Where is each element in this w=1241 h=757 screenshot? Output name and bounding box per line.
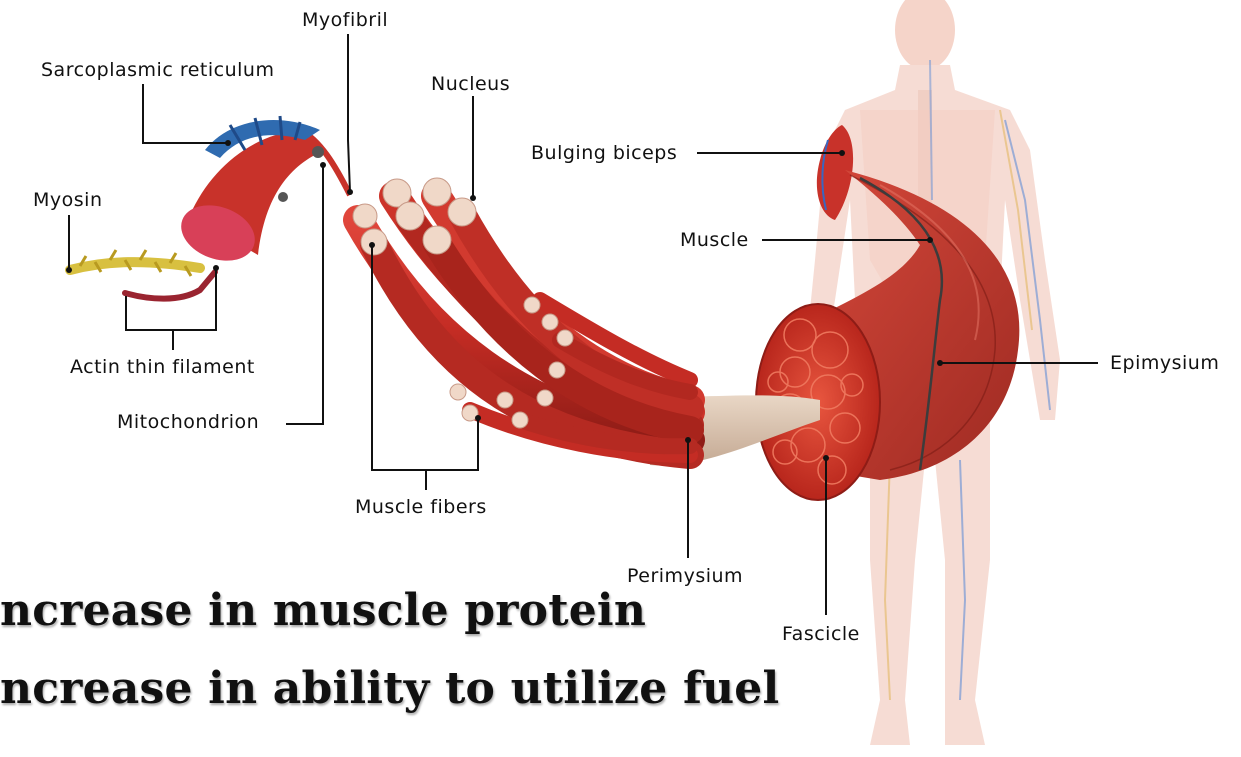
- label-fascicle: Fascicle: [782, 623, 860, 645]
- caption-muscle-protein: ncrease in muscle protein: [0, 585, 646, 636]
- label-myosin: Myosin: [33, 189, 102, 211]
- label-sarcoplasmic-reticulum: Sarcoplasmic reticulum: [41, 59, 274, 81]
- label-bulging-biceps: Bulging biceps: [531, 142, 677, 164]
- label-actin-thin-filament: Actin thin filament: [70, 356, 255, 378]
- caption-fuel-utilization: ncrease in ability to utilize fuel: [0, 663, 779, 714]
- label-epimysium: Epimysium: [1110, 352, 1219, 374]
- label-nucleus: Nucleus: [431, 73, 510, 95]
- label-muscle: Muscle: [680, 229, 749, 251]
- label-mitochondrion: Mitochondrion: [117, 411, 259, 433]
- actin-filament: [125, 272, 215, 299]
- muscle-fibers-bundle: [353, 178, 690, 455]
- label-myofibril: Myofibril: [302, 9, 388, 31]
- label-perimysium: Perimysium: [627, 565, 743, 587]
- label-muscle-fibers: Muscle fibers: [355, 496, 487, 518]
- myosin-filament: [70, 262, 200, 270]
